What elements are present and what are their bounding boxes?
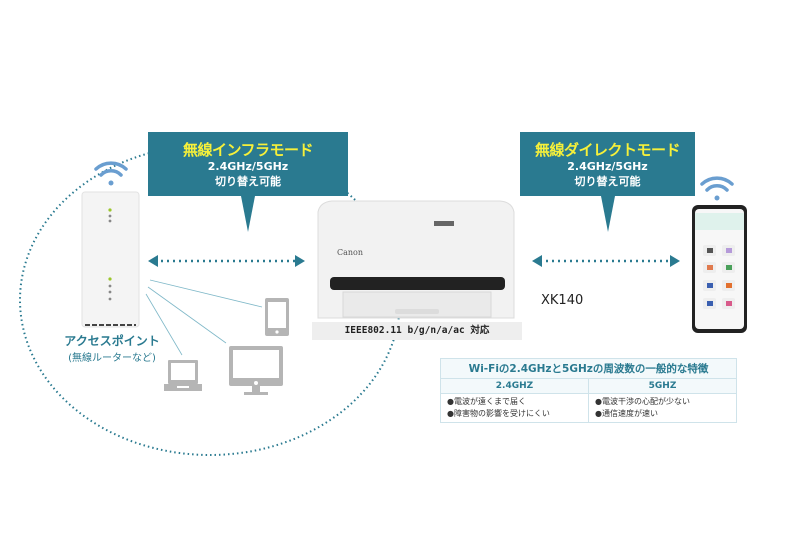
tablet-icon (265, 298, 289, 336)
printer-spec-label: IEEE802.11 b/g/n/a/ac 対応 (312, 322, 522, 340)
wifi-icon (94, 161, 128, 186)
list-item: ●電波干渉の心配が少ない (595, 397, 690, 406)
list-item: ●通信速度が速い (595, 409, 658, 418)
wifi-icon (700, 176, 734, 201)
printer-image (317, 200, 515, 319)
infra-double-arrow (148, 255, 305, 267)
frequency-comparison-table: Wi-Fiの2.4GHzと5GHzの周波数の一般的な特徴 2.4GHZ 5GHZ… (440, 358, 737, 423)
direct-mode-band: 2.4GHz/5GHz (567, 160, 648, 173)
desktop-monitor-icon (229, 346, 283, 395)
list-item: ●電波が遠くまで届く (447, 397, 526, 406)
access-point-sublabel: (無線ルーターなど) (68, 353, 156, 364)
infra-mode-title: 無線インフラモード (182, 141, 314, 159)
direct-mode-callout: 無線ダイレクトモード 2.4GHz/5GHz 切り替え可能 (520, 132, 695, 232)
list-item: ●障害物の影響を受けにくい (447, 409, 550, 418)
table-title: Wi-Fiの2.4GHzと5GHzの周波数の一般的な特徴 (440, 358, 737, 379)
printer-model-label: XK140 (541, 293, 584, 308)
column-header-5ghz: 5GHZ (588, 378, 737, 394)
smartphone-image (692, 205, 747, 333)
infra-mode-band: 2.4GHz/5GHz (207, 160, 289, 173)
direct-double-arrow (532, 255, 680, 267)
infra-mode-switchable: 切り替え可能 (215, 175, 281, 188)
access-point-label: アクセスポイント (64, 334, 160, 348)
cell-5ghz-features: ●電波干渉の心配が少ない ●通信速度が速い (588, 393, 737, 423)
device-links (145, 279, 263, 356)
infra-mode-callout: 無線インフラモード 2.4GHz/5GHz 切り替え可能 (148, 132, 348, 232)
direct-mode-title: 無線ダイレクトモード (534, 141, 681, 159)
laptop-icon (164, 360, 202, 391)
direct-mode-switchable: 切り替え可能 (574, 175, 641, 188)
column-header-24ghz: 2.4GHZ (440, 378, 589, 394)
printer-brand: Canon (337, 248, 364, 257)
router-icon (81, 191, 140, 328)
cell-24ghz-features: ●電波が遠くまで届く ●障害物の影響を受けにくい (440, 393, 589, 423)
